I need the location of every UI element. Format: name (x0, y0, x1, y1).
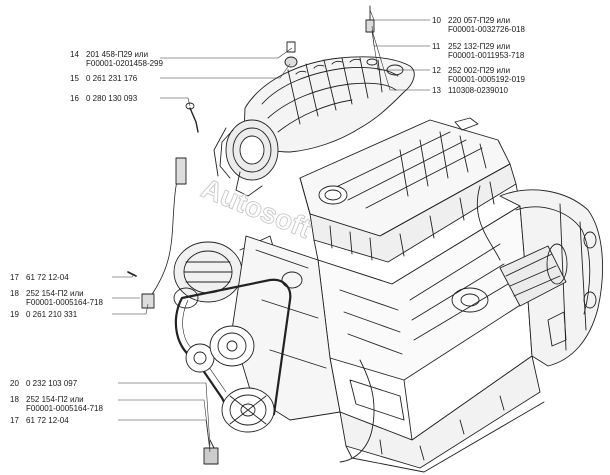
part-code: 0 261 210 331 (26, 310, 78, 319)
callout-number: 18 (10, 289, 19, 298)
part-19-sensor (141, 293, 155, 309)
part-code: 252 002-П29 или (448, 66, 511, 75)
part-code: 110308-0239010 (448, 86, 508, 95)
part-code: 61 72 12-04 (26, 273, 69, 282)
callout-number: 17 (10, 273, 19, 282)
oil-pan (339, 355, 545, 473)
part-10-bolt (365, 5, 375, 33)
part-code-alt: F00001-0011953-718 (448, 51, 525, 60)
part-code: 252 132-П29 или (448, 42, 511, 51)
starter-motor (499, 243, 568, 347)
part-20-sensor (203, 439, 219, 465)
intake-manifold (243, 56, 415, 153)
callout-number: 20 (10, 379, 19, 388)
callout-number: 13 (432, 86, 441, 95)
part-14-sensor (284, 41, 298, 68)
part-code-alt: F00001-0005192-019 (448, 75, 525, 84)
part-code-alt: F00001-0005164-718 (26, 298, 103, 307)
idler-pulley (185, 343, 215, 373)
callout-number: 14 (70, 50, 79, 59)
callout-number: 10 (432, 16, 441, 25)
callout-number: 19 (10, 310, 19, 319)
part-code-alt: F00001-0201458-299 (86, 59, 163, 68)
part-code-alt: F00001-0005164-718 (26, 404, 103, 413)
part-17-bolt (127, 271, 137, 277)
callout-number: 17 (10, 416, 19, 425)
part-code: 252 154-П2 или (26, 395, 84, 404)
sensor-wire (147, 157, 187, 301)
part-code: 0 232 103 097 (26, 379, 78, 388)
callout-number: 11 (432, 42, 441, 51)
callout-number: 18 (10, 395, 19, 404)
part-code: 0 280 130 093 (86, 94, 138, 103)
part-code: 252 154-П2 или (26, 289, 84, 298)
part-code: 220 057-П29 или (448, 16, 511, 25)
crankshaft-pulley (221, 387, 275, 433)
callout-number: 12 (432, 66, 441, 75)
part-16-lambda-sensor (185, 102, 199, 133)
part-code: 61 72 12-04 (26, 416, 69, 425)
callout-number: 15 (70, 74, 79, 83)
watermark: Autosoft (197, 172, 315, 244)
part-code: 201 458-П29 или (86, 50, 149, 59)
throttle-body (213, 119, 279, 197)
water-pump-pulley (209, 325, 255, 367)
part-code-alt: F00001-0032726-018 (448, 25, 525, 34)
hoses (339, 185, 501, 463)
part-code: 0 261 231 176 (86, 74, 138, 83)
callout-number: 16 (70, 94, 79, 103)
leader-lines (112, 9, 430, 453)
